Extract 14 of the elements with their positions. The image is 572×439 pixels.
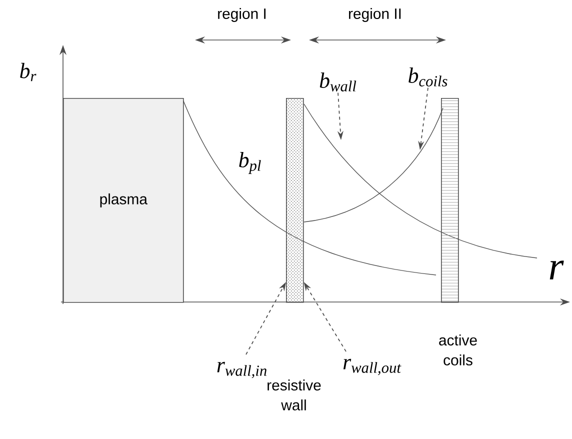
curve-label: b$_{pl}$ [239, 152, 261, 174]
axis-label: b$_{r}$ [20, 62, 36, 82]
wall-bar [286, 98, 304, 303]
region-label: region II [349, 8, 401, 22]
region-label: region I [218, 8, 266, 22]
axis-label: r [550, 260, 564, 280]
component-label: resistive wall [268, 380, 321, 410]
coil-bar [441, 98, 459, 303]
symbol-label: r$_{wall,out}$ [343, 358, 402, 376]
plasma-box: plasma [63, 98, 184, 303]
symbol-label: r$_{wall,in}$ [217, 362, 266, 378]
component-label: active coils [439, 334, 477, 366]
symbol-label: b$_{coils}$ [408, 68, 448, 86]
symbol-label: b$_{wall}$ [320, 72, 356, 92]
